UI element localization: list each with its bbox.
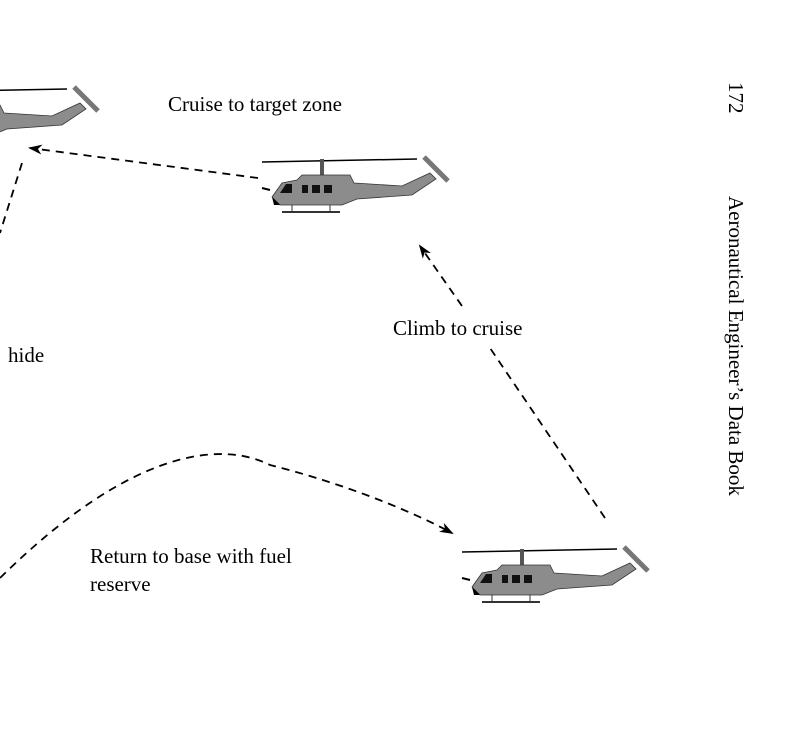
book-title: Aeronautical Engineer’s Data Book (724, 196, 748, 496)
label-return-line2: reserve (90, 572, 151, 596)
label-cruise: Cruise to target zone (168, 92, 342, 116)
label-hide: hide (8, 343, 45, 367)
climb-path (489, 347, 606, 519)
return-arrow (0, 453, 454, 579)
helicopter-cruise (262, 157, 448, 212)
helicopter-base (462, 547, 648, 602)
label-climb: Climb to cruise (393, 316, 523, 340)
label-return-line1: Return to base with fuel (90, 544, 292, 568)
page-number: 172 (724, 82, 748, 114)
descent-path (0, 162, 23, 234)
helicopter-target-zone (0, 87, 98, 142)
climb-arrow (418, 244, 463, 307)
cruise-arrow (28, 144, 259, 179)
